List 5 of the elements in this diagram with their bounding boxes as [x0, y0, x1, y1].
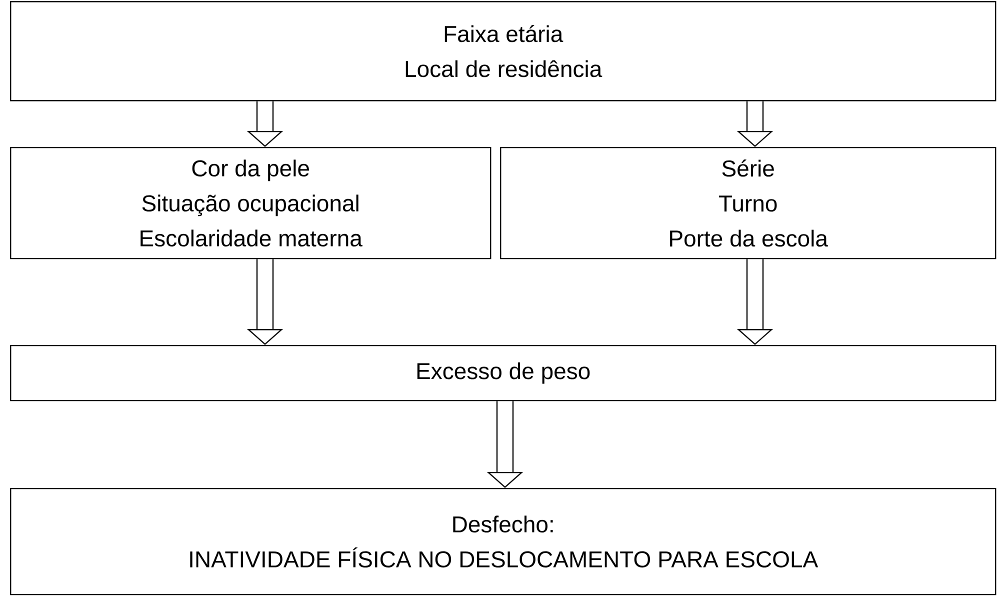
- outcome-box: Desfecho: INATIVIDADE FÍSICA NO DESLOCAMENTO PARA ESCOLA: [10, 488, 996, 596]
- factor-box: Cor da pele Situação ocupacional Escolaridade materna: [10, 146, 492, 260]
- factor-box: Excesso de peso: [10, 344, 996, 402]
- factor-box: Faixa etária Local de residência: [10, 1, 996, 102]
- factor-box: Série Turno Porte da escola: [500, 146, 996, 260]
